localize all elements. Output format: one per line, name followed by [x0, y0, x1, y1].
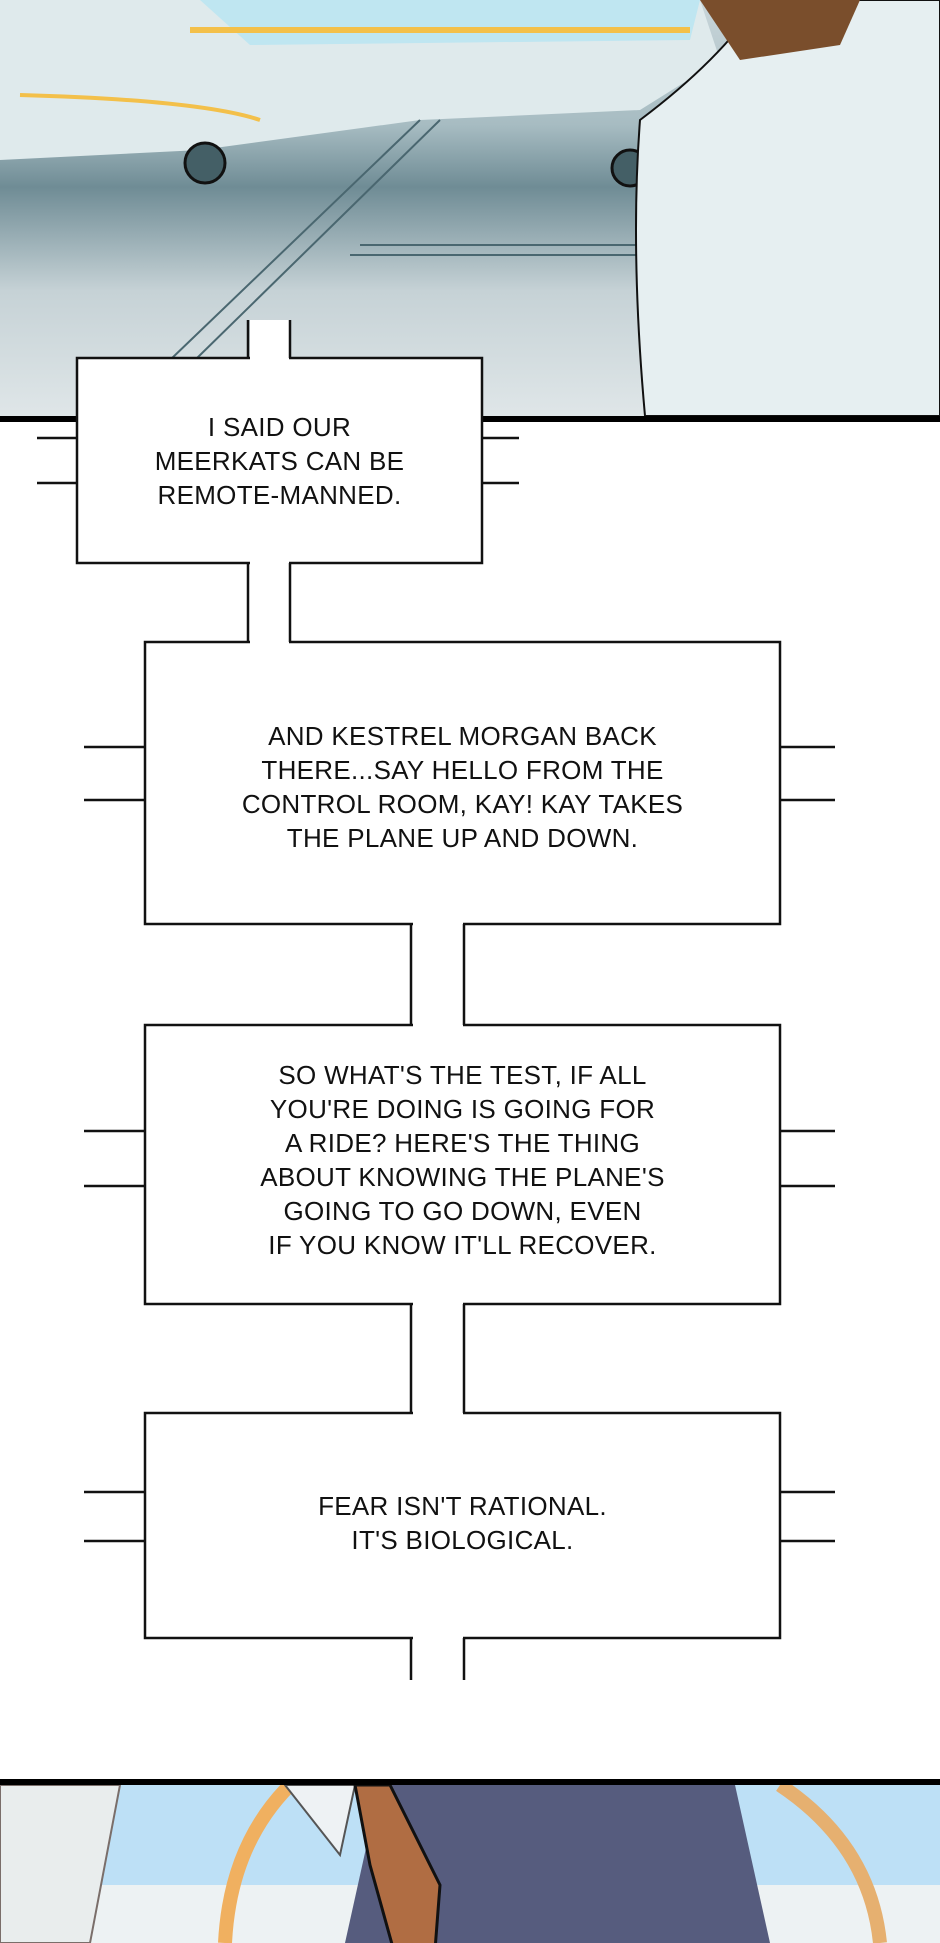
person-navy-suit	[345, 1785, 770, 1943]
door-frame	[0, 1785, 122, 1943]
wing-trim	[19, 93, 261, 122]
hand	[353, 1785, 442, 1943]
person-neck	[700, 0, 860, 60]
caption-text-1: I said our meerkats can be remote-manned…	[154, 412, 405, 510]
hangar-artwork	[0, 0, 940, 416]
caption-connectors	[37, 320, 835, 1680]
wheel	[183, 141, 227, 185]
caption-text-4: Fear isn't rational. It's biological.	[318, 1491, 607, 1555]
comic-panel-cockpit	[0, 1779, 940, 1943]
caption-text-3: So what's the test, if all you're doing …	[260, 1060, 665, 1260]
floor-lines	[169, 119, 640, 361]
person-white-coat	[635, 0, 940, 416]
comic-panel-hangar	[0, 0, 940, 422]
sleeve-cuff	[283, 1785, 357, 1858]
caption-box-3	[143, 1023, 782, 1306]
plane-cockpit	[200, 0, 700, 45]
caption-box-2	[143, 640, 782, 926]
caption-text-2: And Kestrel Morgan back there...say hell…	[241, 721, 684, 853]
caption-box-4	[143, 1411, 782, 1640]
seat-frame-right	[776, 1785, 887, 1943]
seat-frame-left	[218, 1785, 295, 1943]
cockpit-artwork	[0, 1785, 940, 1943]
caption-box-1	[75, 356, 484, 565]
